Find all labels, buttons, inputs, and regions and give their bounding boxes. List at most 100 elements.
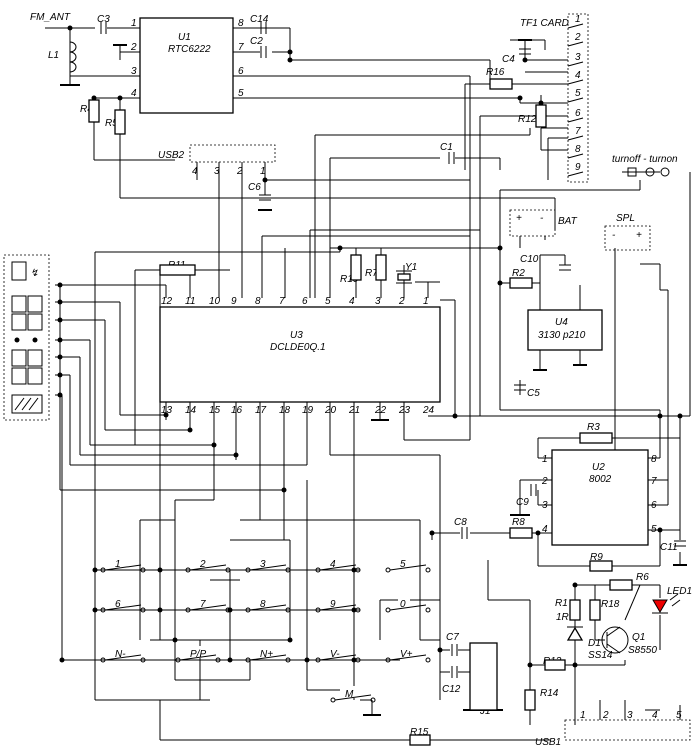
keypad-button-label: V+ bbox=[400, 649, 413, 660]
svg-text:R18: R18 bbox=[601, 599, 620, 610]
svg-text:6: 6 bbox=[651, 500, 657, 511]
svg-text:5: 5 bbox=[651, 524, 657, 535]
fm-antenna: FM_ANT L1 bbox=[30, 12, 77, 73]
svg-text:C14: C14 bbox=[250, 14, 269, 25]
u3-pin-label: 7 bbox=[279, 296, 285, 307]
tf1-pin bbox=[567, 97, 584, 103]
keypad-button-label: 5 bbox=[400, 559, 406, 570]
svg-text:4: 4 bbox=[652, 710, 658, 721]
svg-text:R5: R5 bbox=[105, 118, 118, 129]
svg-text:R16: R16 bbox=[486, 67, 505, 78]
junctions bbox=[57, 25, 683, 668]
keypad-button-label: 1 bbox=[115, 559, 121, 570]
svg-text:6: 6 bbox=[238, 66, 244, 77]
u3-ref: U3 bbox=[290, 330, 303, 341]
svg-text:3: 3 bbox=[542, 500, 548, 511]
u3-pin-label: 8 bbox=[255, 296, 261, 307]
u1-ic: U1 RTC6222 1 2 3 4 8 7 6 5 bbox=[130, 17, 244, 114]
passive-bodies bbox=[88, 22, 686, 746]
u1-value: RTC6222 bbox=[168, 44, 211, 55]
svg-text:C11: C11 bbox=[660, 542, 678, 553]
u4-ic: U4 3130 p210 bbox=[527, 309, 603, 351]
tf1-pin-label: 5 bbox=[575, 88, 581, 99]
keypad-switch: P/P bbox=[175, 646, 221, 663]
u2-value: 8002 bbox=[589, 474, 612, 485]
tf1-pin bbox=[567, 153, 584, 159]
tf1-pin bbox=[567, 135, 584, 141]
u2-ref: U2 bbox=[592, 462, 605, 473]
svg-text:1: 1 bbox=[580, 710, 586, 721]
tf1-pin-label: 8 bbox=[575, 144, 581, 155]
keypad-switch: 1 bbox=[100, 556, 146, 573]
keypad-button-label: 7 bbox=[200, 599, 206, 610]
svg-text:C7: C7 bbox=[446, 632, 459, 643]
u3-value: DCLDE0Q.1 bbox=[270, 342, 326, 353]
tf1-pin bbox=[567, 171, 584, 177]
u3-pin-label: 10 bbox=[209, 296, 221, 307]
keypad-button-label: M bbox=[345, 689, 354, 700]
usb1-connector: USB1 1 2 3 4 5 bbox=[535, 710, 691, 748]
keypad-switch: 9 bbox=[315, 596, 361, 613]
keypad-switch: N- bbox=[100, 646, 146, 663]
tf1-label: TF1 CARD bbox=[520, 18, 569, 29]
keypad-switch: 8 bbox=[245, 596, 291, 613]
keypad-switch: 7 bbox=[185, 596, 231, 613]
keypad-switch: 6 bbox=[100, 596, 146, 613]
keypad-button-label: 8 bbox=[260, 599, 266, 610]
keypad-button-label: 9 bbox=[330, 599, 336, 610]
keypad-switch: 2 bbox=[185, 556, 231, 573]
svg-text:C3: C3 bbox=[97, 14, 110, 25]
svg-text:R10: R10 bbox=[340, 274, 359, 285]
svg-text:4: 4 bbox=[192, 166, 198, 177]
usb2-connector: USB2 4 3 2 1 bbox=[158, 144, 276, 177]
svg-text:S8550: S8550 bbox=[628, 645, 657, 656]
svg-text:+: + bbox=[516, 213, 522, 224]
u3-pin-label: 21 bbox=[348, 405, 360, 416]
svg-text:3: 3 bbox=[214, 166, 220, 177]
svg-text:L1: L1 bbox=[48, 50, 59, 61]
svg-text:C1: C1 bbox=[440, 142, 453, 153]
svg-text:7: 7 bbox=[238, 42, 244, 53]
svg-text:+: + bbox=[636, 230, 642, 241]
tf1-pin-label: 1 bbox=[575, 14, 581, 25]
u3-pin-label: 15 bbox=[209, 405, 221, 416]
svg-text:C5: C5 bbox=[527, 388, 540, 399]
spl-connector: SPL - + bbox=[604, 213, 651, 251]
u3-pin-label: 6 bbox=[302, 296, 308, 307]
u3-pin-label: 22 bbox=[374, 405, 387, 416]
u3-pin-label: 24 bbox=[422, 405, 435, 416]
svg-text:C2: C2 bbox=[250, 36, 263, 47]
svg-text:5: 5 bbox=[676, 710, 682, 721]
u3-pin-label: 13 bbox=[161, 405, 173, 416]
u3-pin-label: 2 bbox=[398, 296, 405, 307]
tf1-pin bbox=[567, 41, 584, 47]
svg-text:R8: R8 bbox=[512, 517, 525, 528]
tf1-pin bbox=[567, 61, 584, 67]
svg-text:R12: R12 bbox=[518, 114, 537, 125]
svg-text:1R: 1R bbox=[556, 612, 569, 623]
svg-text:J1: J1 bbox=[479, 706, 491, 717]
svg-text:R1: R1 bbox=[555, 598, 568, 609]
svg-text:2: 2 bbox=[541, 476, 548, 487]
svg-text:7: 7 bbox=[651, 476, 657, 487]
svg-text:3: 3 bbox=[131, 66, 137, 77]
keypad-button-label: 3 bbox=[260, 559, 266, 570]
u3-pin-label: 20 bbox=[324, 405, 337, 416]
u3-pin-label: 12 bbox=[161, 296, 173, 307]
switch-label: turnoff - turnon bbox=[612, 154, 678, 165]
keypad-button-label: 0 bbox=[400, 599, 406, 610]
u3-pin-label: 1 bbox=[423, 296, 429, 307]
u3-pin-label: 9 bbox=[231, 296, 237, 307]
u2-ic: U2 8002 1 2 3 4 8 7 6 5 bbox=[541, 449, 657, 546]
tf1-pin bbox=[567, 117, 584, 123]
svg-text:Y1: Y1 bbox=[405, 262, 417, 273]
svg-text:R6: R6 bbox=[636, 572, 649, 583]
u3-pin-label: 19 bbox=[302, 405, 314, 416]
svg-text:C9: C9 bbox=[516, 497, 529, 508]
spl-label: SPL bbox=[616, 213, 635, 224]
svg-text:R4: R4 bbox=[80, 104, 93, 115]
keypad-switch: 3 bbox=[245, 556, 291, 573]
